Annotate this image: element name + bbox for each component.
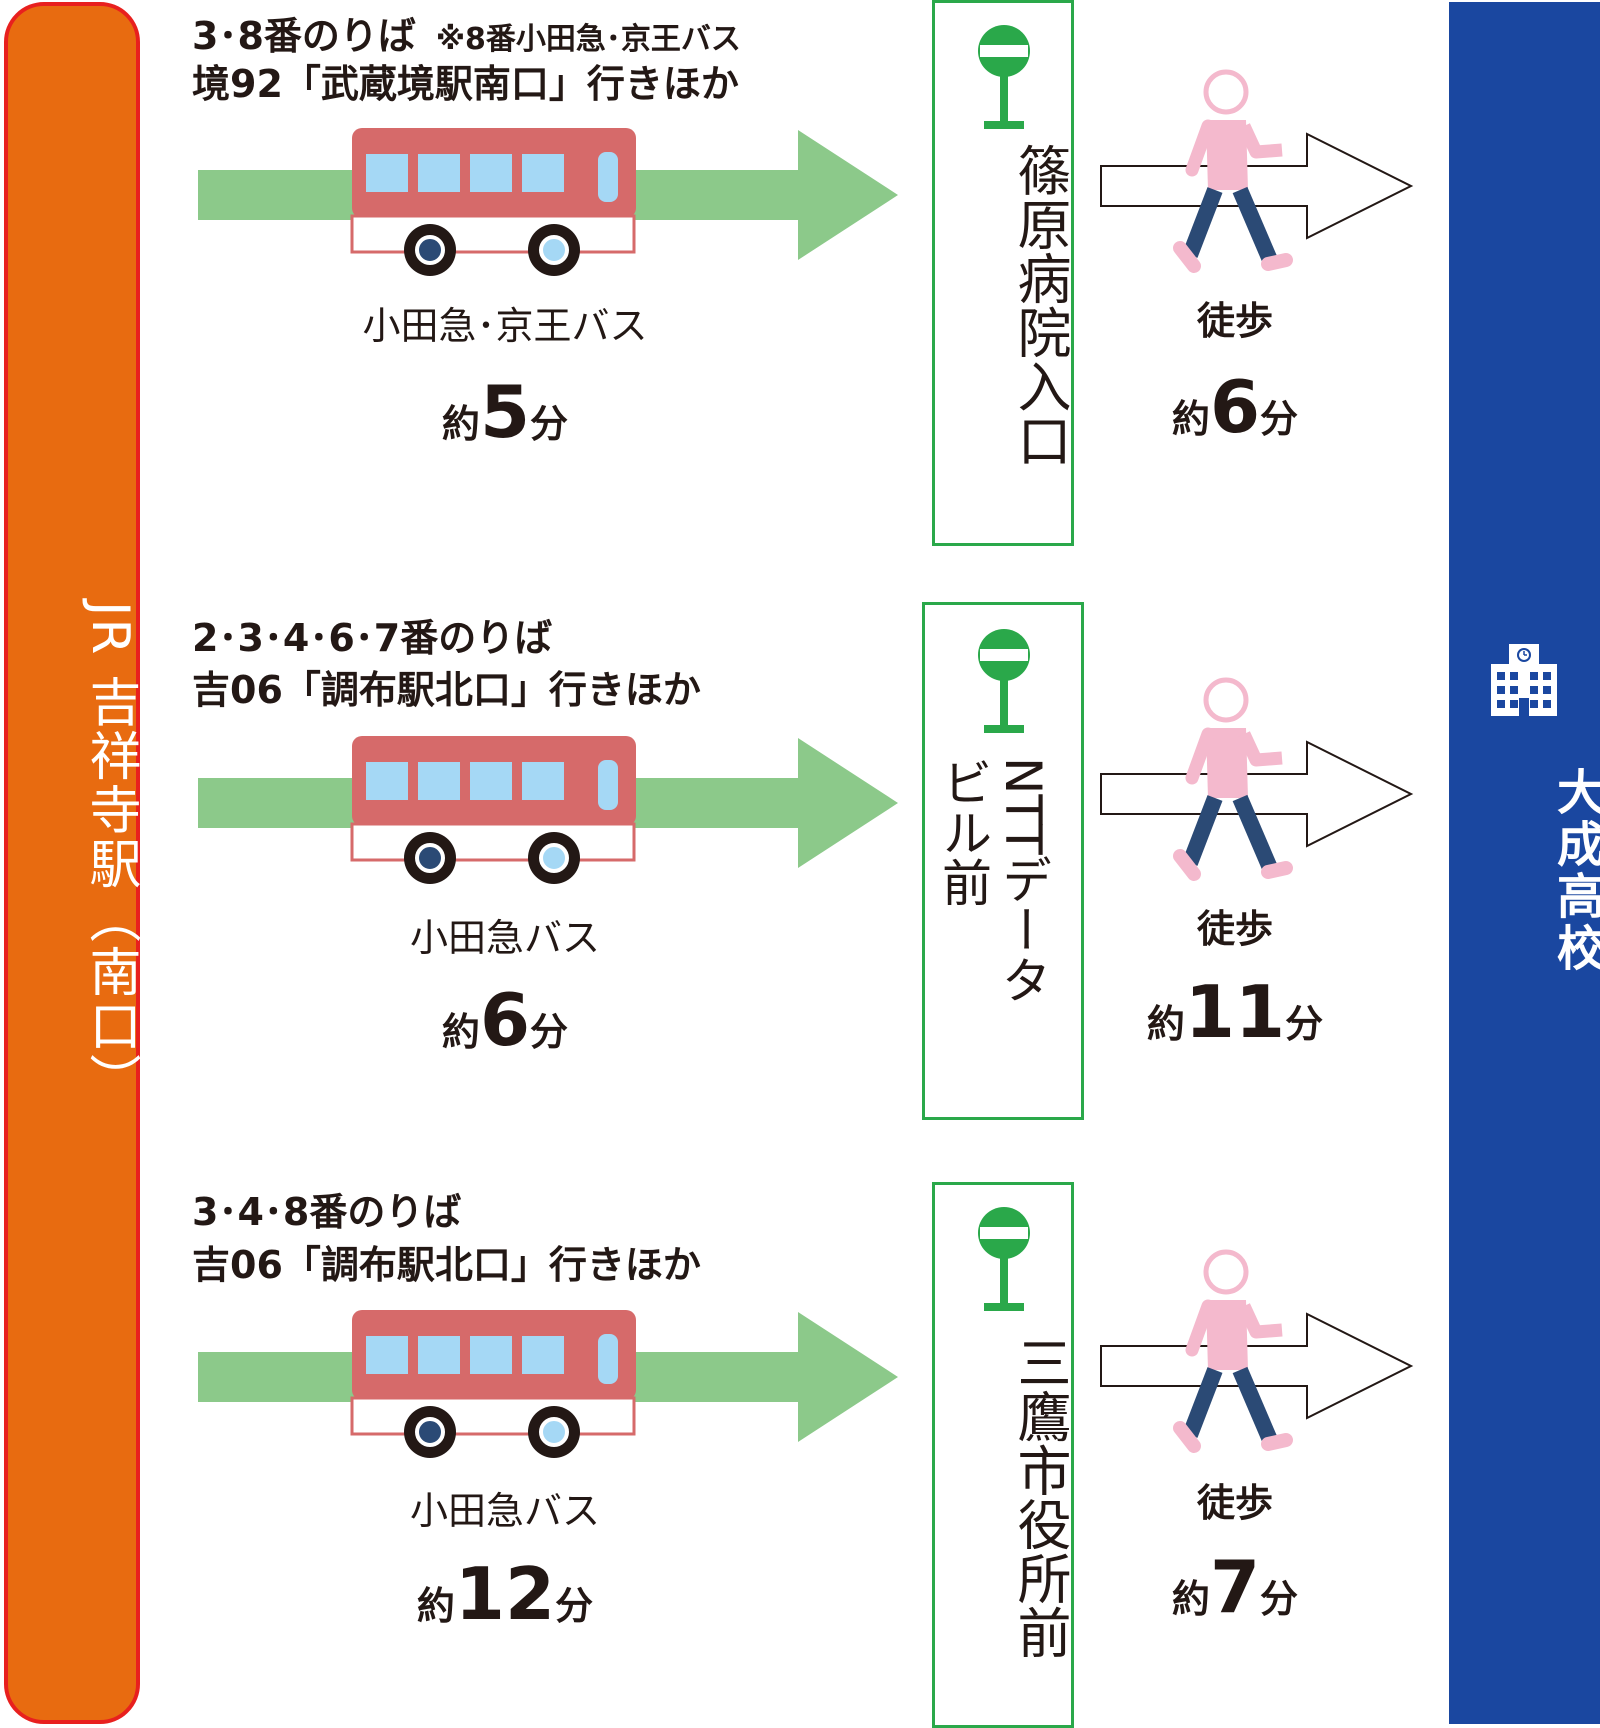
route-2-bus-stop: NTTデータ ビル前 xyxy=(922,602,1084,1120)
route-2-bus-icon xyxy=(350,736,636,884)
route-1-bus-prefix: 約 xyxy=(441,402,480,446)
route-1-walk-prefix: 約 xyxy=(1171,397,1210,441)
route-2-walk-label: 徒歩 xyxy=(1196,907,1273,951)
route-2-walker-icon xyxy=(1173,677,1293,881)
route-2-stop-name-col1: NTTデータ xyxy=(994,757,1052,1005)
route-3-bus-unit: 分 xyxy=(555,1584,594,1628)
route-2-walk-prefix: 約 xyxy=(1146,1002,1185,1046)
route-3-stop-name: 三鷹市役所前 xyxy=(1008,1335,1071,1659)
route-1-bus-icon xyxy=(350,128,636,276)
route-3-bus-icon xyxy=(350,1310,636,1458)
route-3-destination: 吉06「調布駅北口」行きほか xyxy=(192,1243,701,1287)
route-2-bus-duration: 約6分 xyxy=(305,978,705,1062)
route-3-walk-prefix: 約 xyxy=(1171,1577,1210,1621)
route-1-walk-label: 徒歩 xyxy=(1196,299,1273,343)
route-3-walk-unit: 分 xyxy=(1260,1577,1299,1621)
origin-station-label: JR 吉祥寺駅（南口） xyxy=(80,601,140,1107)
route-3-bus-prefix: 約 xyxy=(416,1584,455,1628)
route-1-platform-line: 3･8番のりば ※8番小田急･京王バス xyxy=(192,14,741,60)
route-1-destination: 境92「武蔵境駅南口」行きほか xyxy=(192,62,739,106)
route-3-walk-arrow xyxy=(1100,1312,1414,1420)
route-1-walk-duration: 約6分 xyxy=(1085,365,1385,449)
route-2-bus-prefix: 約 xyxy=(441,1010,480,1054)
route-1-walk-minutes: 6 xyxy=(1209,365,1261,449)
route-2-bus-minutes: 6 xyxy=(479,978,531,1062)
route-1-walk-unit: 分 xyxy=(1260,397,1299,441)
route-2-bus-company: 小田急バス xyxy=(409,916,600,960)
route-1-platform: 3･8番のりば xyxy=(192,14,416,58)
bus-stop-sign-icon xyxy=(978,629,1030,733)
route-1-stop-name: 篠原病院入口 xyxy=(1008,143,1071,467)
school-building-icon xyxy=(1491,644,1557,716)
route-1-bus-duration: 約5分 xyxy=(305,370,705,454)
route-3-walk-duration: 約7分 xyxy=(1085,1545,1385,1629)
destination-school-bar: 大成高校 xyxy=(1449,2,1600,1724)
route-2-platform: 2･3･4･6･7番のりば xyxy=(192,616,553,660)
route-1-walker-icon xyxy=(1173,69,1293,273)
bus-stop-sign-icon xyxy=(978,25,1030,129)
route-2-walk-arrow xyxy=(1100,740,1414,848)
route-1-bus-unit: 分 xyxy=(530,402,569,446)
origin-station-bar: JR 吉祥寺駅（南口） xyxy=(4,2,140,1724)
route-1-note: ※8番小田急･京王バス xyxy=(435,22,741,57)
route-2-walk-unit: 分 xyxy=(1285,1002,1324,1046)
route-2-destination: 吉06「調布駅北口」行きほか xyxy=(192,668,701,712)
route-3-walk-label: 徒歩 xyxy=(1196,1481,1273,1525)
destination-school-label: 大成高校 xyxy=(1548,767,1600,975)
route-1-walk-arrow xyxy=(1100,132,1414,240)
route-3-platform: 3･4･8番のりば xyxy=(192,1190,462,1234)
route-3-bus-stop: 三鷹市役所前 xyxy=(932,1182,1074,1728)
route-2-stop-name-col2: ビル前 xyxy=(934,757,992,907)
route-1-bus-company: 小田急･京王バス xyxy=(362,304,648,348)
route-3-bus-duration: 約12分 xyxy=(305,1552,705,1636)
route-3-bus-minutes: 12 xyxy=(454,1552,556,1636)
route-2-bus-unit: 分 xyxy=(530,1010,569,1054)
route-3-walk-minutes: 7 xyxy=(1209,1545,1261,1629)
bus-stop-sign-icon xyxy=(978,1207,1030,1311)
route-1-bus-minutes: 5 xyxy=(479,370,531,454)
route-3-walker-icon xyxy=(1173,1249,1293,1453)
route-2-walk-duration: 約11分 xyxy=(1060,970,1410,1054)
route-1-bus-stop: 篠原病院入口 xyxy=(932,0,1074,546)
route-2-walk-minutes: 11 xyxy=(1184,970,1286,1054)
route-3-bus-company: 小田急バス xyxy=(409,1489,600,1533)
